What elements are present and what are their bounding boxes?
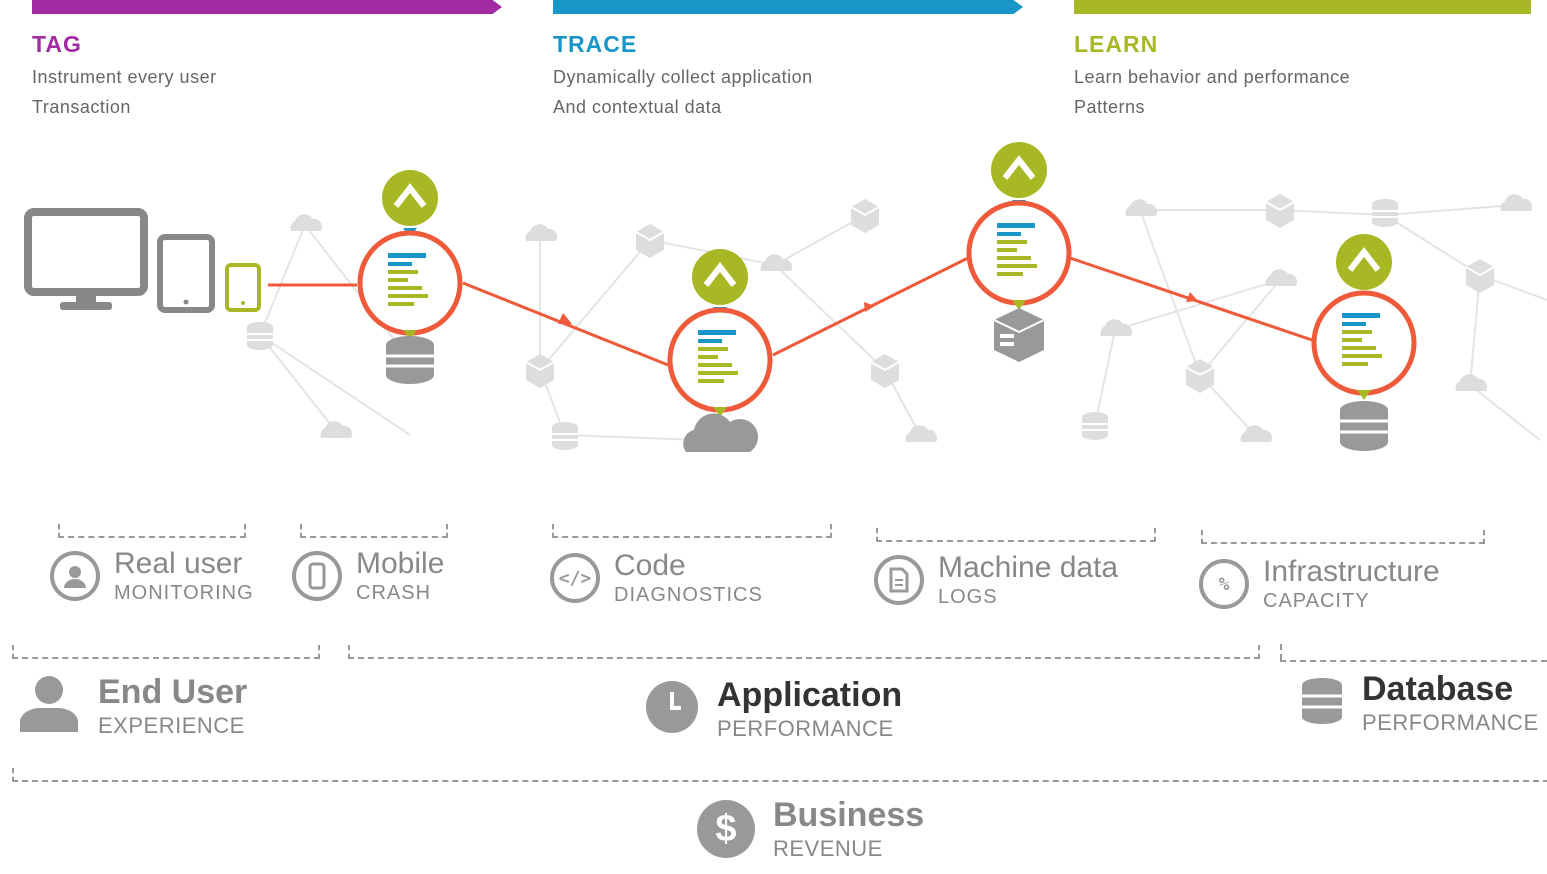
mobile-icon	[292, 551, 342, 601]
trace-node-server	[966, 142, 1072, 362]
tag-node-database	[357, 170, 463, 384]
feature-mobile-subtitle: CRASH	[356, 582, 432, 604]
transaction-flow-diagram	[24, 0, 1547, 452]
phase-trace-bar	[553, 0, 1023, 14]
phase-learn-line1: Learn behavior and performance	[1074, 67, 1351, 87]
feature-code: </> Code DIAGNOSTICS	[550, 551, 763, 605]
flow-arrows	[558, 292, 1198, 324]
phase-tag: TAG Instrument every user Transaction	[32, 0, 502, 122]
trace-node-cloud	[667, 249, 773, 452]
feature-mobile: Mobile CRASH	[292, 549, 444, 603]
phase-trace-line2: And contextual data	[553, 97, 722, 117]
user-silhouette-icon	[18, 674, 80, 737]
phase-learn-bar	[1074, 0, 1531, 14]
category-database: Database PERFORMANCE	[1300, 672, 1539, 734]
phase-tag-line1: Instrument every user	[32, 67, 217, 87]
phase-learn-line2: Patterns	[1074, 97, 1146, 117]
percent-icon: %	[1199, 559, 1249, 609]
phase-tag-line2: Transaction	[32, 97, 131, 117]
bracket-database-tick	[1280, 644, 1282, 660]
phase-trace: TRACE Dynamically collect application An…	[553, 0, 1023, 122]
dollar-glyph: $	[715, 807, 737, 850]
feature-real-user-subtitle: MONITORING	[114, 582, 254, 604]
category-end-user-title: End User	[98, 672, 248, 711]
dollar-icon: $	[697, 800, 755, 858]
feature-machine-data-title: Machine data	[938, 551, 1119, 584]
feature-machine-data: Machine data LOGS	[874, 553, 1118, 607]
category-business-subtitle: REVENUE	[773, 836, 883, 861]
category-database-subtitle: PERFORMANCE	[1362, 710, 1539, 735]
clock-icon	[645, 680, 699, 739]
bracket-application	[348, 645, 1260, 659]
phase-tag-title: TAG	[32, 31, 82, 57]
bracket-database-line	[1280, 660, 1547, 662]
phone-icon	[225, 263, 261, 312]
category-end-user-subtitle: EXPERIENCE	[98, 712, 245, 738]
category-business: $ Business REVENUE	[697, 798, 924, 860]
feature-infrastructure-subtitle: CAPACITY	[1263, 590, 1370, 612]
phase-learn: LEARN Learn behavior and performance Pat…	[1074, 0, 1531, 122]
category-end-user: End User EXPERIENCE	[18, 674, 247, 737]
database-icon	[1300, 677, 1344, 730]
phase-learn-title: LEARN	[1074, 31, 1159, 57]
phase-trace-description: Dynamically collect application And cont…	[553, 62, 1023, 122]
feature-infrastructure: % Infrastructure CAPACITY	[1199, 557, 1440, 611]
feature-mobile-title: Mobile	[356, 547, 445, 580]
feature-machine-data-subtitle: LOGS	[938, 586, 998, 608]
phase-trace-title: TRACE	[553, 31, 638, 57]
user-icon	[50, 551, 100, 601]
bracket-mobile	[300, 524, 448, 538]
category-application-title: Application	[717, 676, 903, 714]
feature-code-subtitle: DIAGNOSTICS	[614, 584, 763, 606]
bracket-business	[12, 768, 1547, 782]
bracket-machine-data	[876, 528, 1156, 542]
bracket-real-user	[58, 524, 246, 538]
code-icon: </>	[550, 553, 600, 603]
category-application-subtitle: PERFORMANCE	[717, 716, 894, 741]
feature-code-title: Code	[614, 549, 686, 582]
phase-trace-line1: Dynamically collect application	[553, 67, 813, 87]
phase-tag-bar	[32, 0, 502, 14]
feature-real-user: Real user MONITORING	[50, 549, 254, 603]
learn-node-database	[1311, 234, 1417, 451]
monitor-icon	[24, 208, 148, 310]
document-icon	[874, 555, 924, 605]
feature-infrastructure-title: Infrastructure	[1263, 555, 1440, 588]
category-database-title: Database	[1362, 670, 1514, 708]
phase-tag-description: Instrument every user Transaction	[32, 62, 502, 122]
tablet-icon	[157, 234, 215, 313]
feature-real-user-title: Real user	[114, 547, 243, 580]
category-application: Application PERFORMANCE	[645, 678, 902, 740]
bracket-infrastructure	[1201, 530, 1485, 544]
bracket-end-user	[12, 645, 320, 659]
category-business-title: Business	[773, 796, 925, 834]
bracket-code	[552, 524, 832, 538]
phase-learn-description: Learn behavior and performance Patterns	[1074, 62, 1531, 122]
